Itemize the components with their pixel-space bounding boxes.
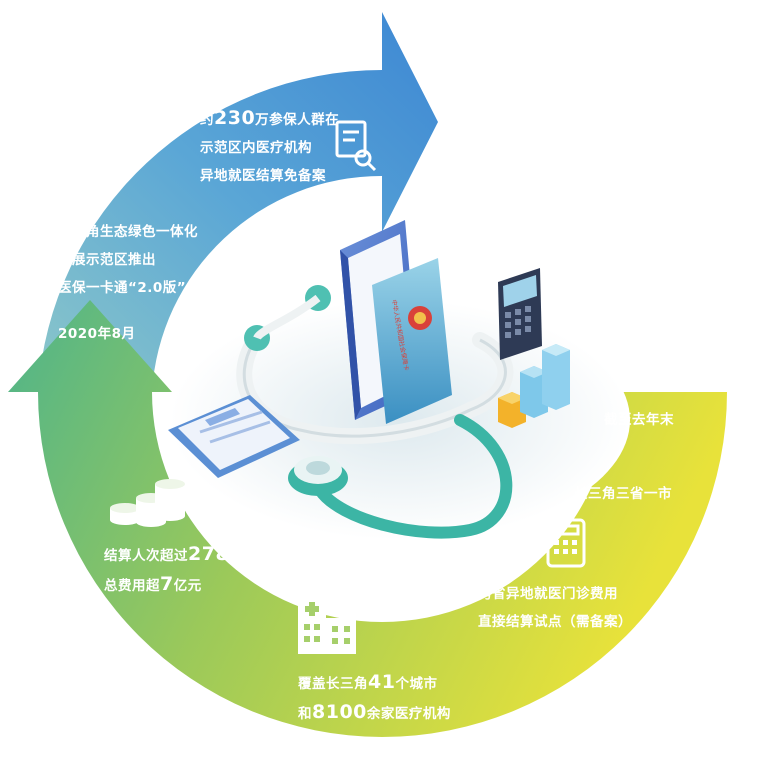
- coin-stack-icon: [110, 479, 185, 527]
- right-text-block: 跨省异地就医门诊费用 直接结算试点（需备案）: [478, 586, 632, 630]
- left-text-block: 长三角生态绿色一体化 发展示范区推出 医保一卡通“2.0版” 2020年8月: [58, 218, 198, 348]
- calculator-icon: [498, 268, 542, 360]
- bottom-text-block: 覆盖长三角41个城市 和8100余家医疗机构: [298, 671, 451, 723]
- top-number: 230: [214, 107, 256, 129]
- bar-blocks-icon: [498, 344, 570, 428]
- date-label: 2020年8月: [58, 326, 136, 342]
- right-subheading: 长三角三省一市: [574, 486, 672, 502]
- top-text-block: 约230万参保人群在 示范区内医疗机构 异地就医结算免备案: [200, 107, 340, 184]
- bottom-arc-arrow: [8, 300, 727, 737]
- document-search-icon: [335, 120, 377, 172]
- center-illustration: 中华人民共和国社会保障卡: [168, 220, 630, 540]
- bottom-left-text-block: 结算人次超过278万 总费用超7亿元: [104, 543, 244, 595]
- clipboard-icon: [168, 395, 300, 478]
- hospital-building-icon: [298, 596, 356, 654]
- calculator-outline-icon: [546, 518, 586, 568]
- top-arc-arrow: [38, 12, 438, 392]
- social-security-card: 中华人民共和国社会保障卡: [372, 258, 452, 424]
- right-heading: 截至去年末: [604, 412, 674, 428]
